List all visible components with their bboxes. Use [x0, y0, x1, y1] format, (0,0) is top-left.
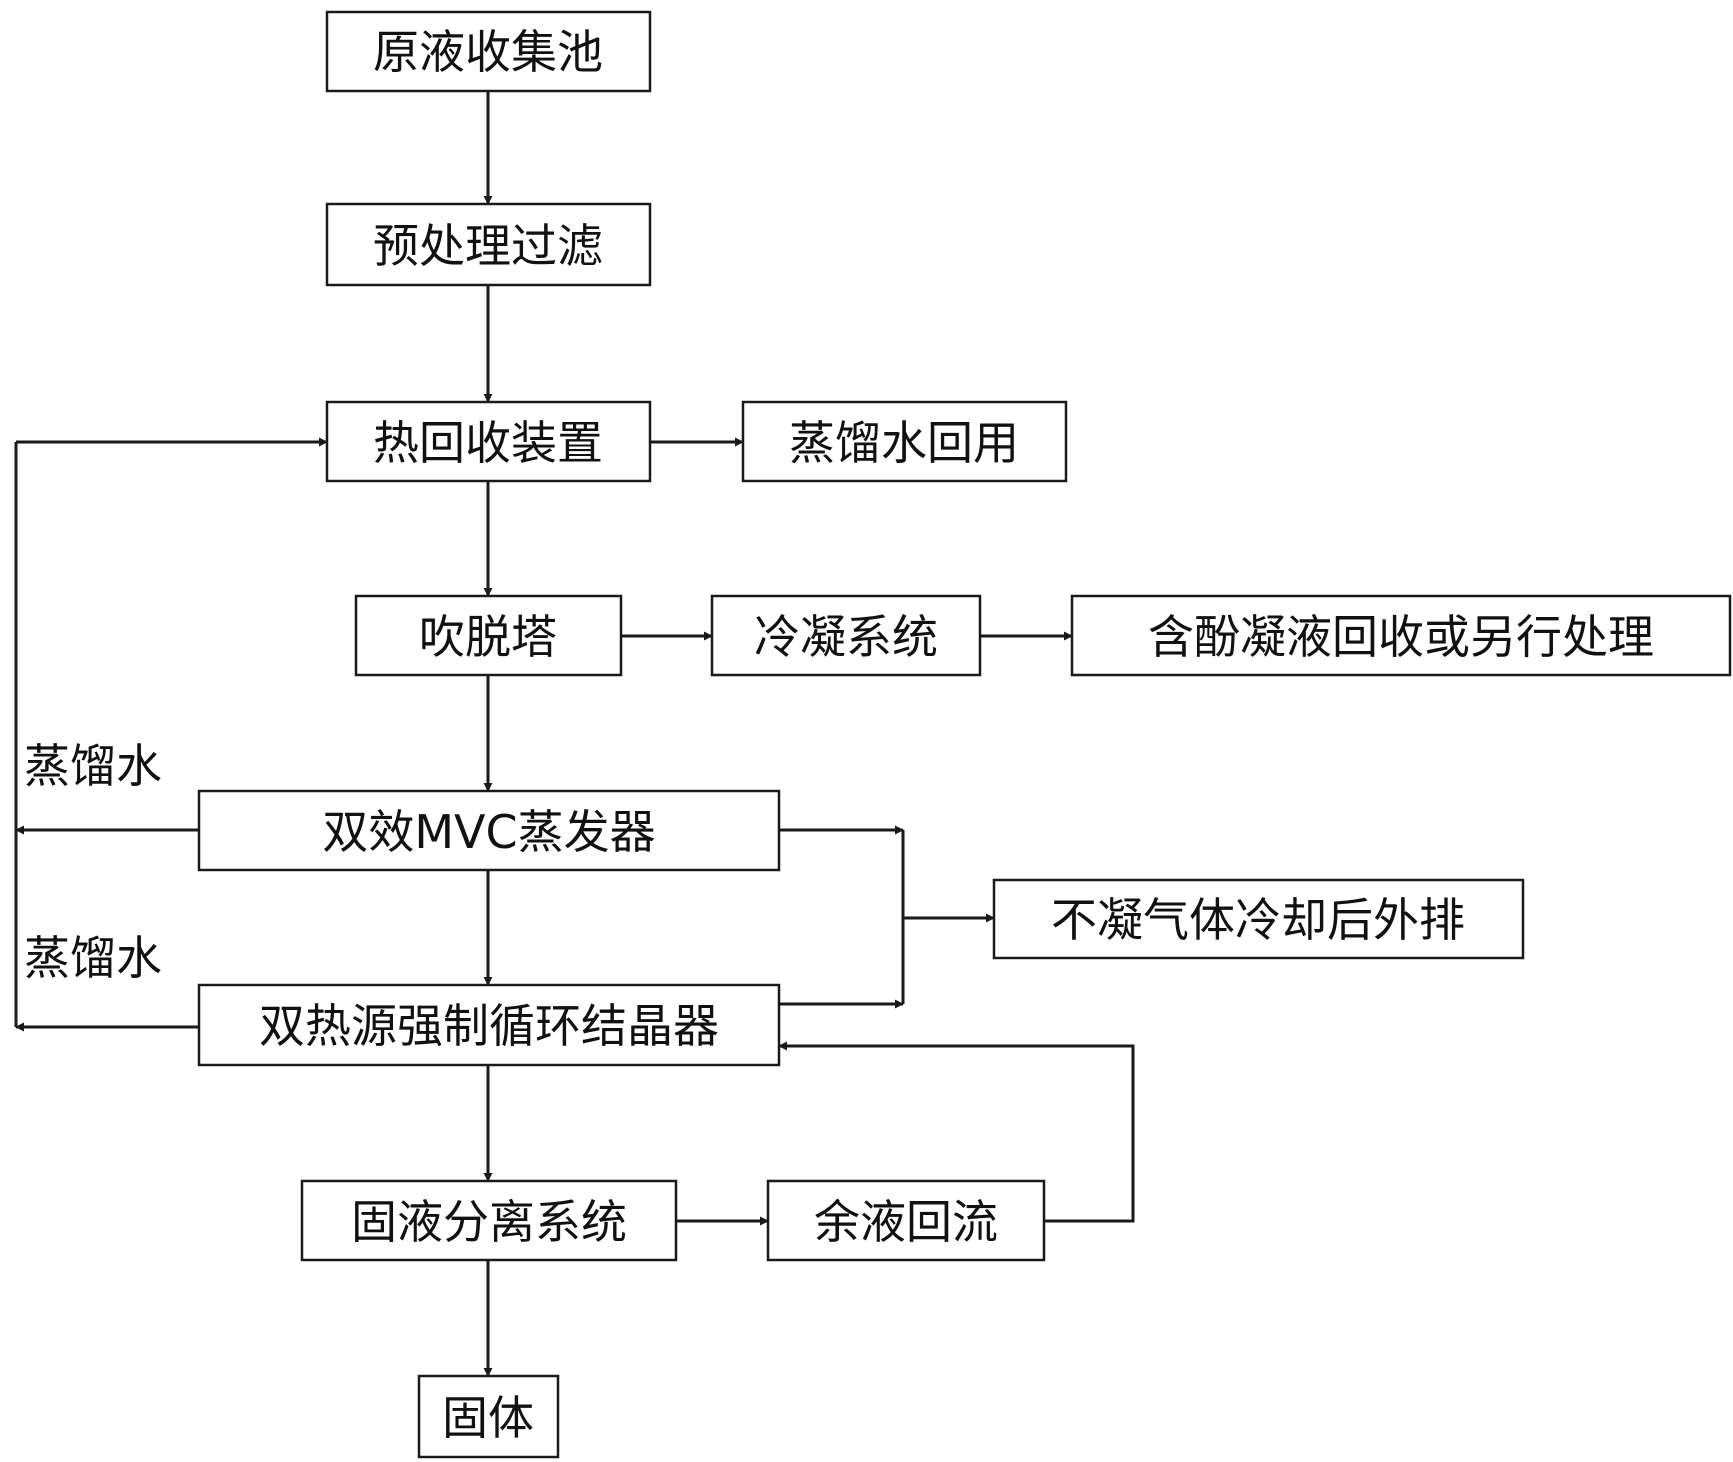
- node-label: 双效MVC蒸发器: [322, 805, 655, 859]
- label-distilled-water-lower: 蒸馏水: [24, 931, 162, 985]
- node-label: 双热源强制循环结晶器: [259, 999, 719, 1053]
- node-solid: 固体: [417, 1374, 560, 1459]
- node-crystallizer: 双热源强制循环结晶器: [197, 983, 781, 1067]
- node-label: 不凝气体冷却后外排: [1051, 893, 1465, 947]
- node-label: 固体: [442, 1391, 534, 1445]
- node-noncondensable-gas: 不凝气体冷却后外排: [992, 878, 1525, 960]
- label-distilled-water-upper: 蒸馏水: [24, 739, 162, 793]
- node-label: 含酚凝液回收或另行处理: [1148, 610, 1654, 664]
- node-distilled-water-reuse: 蒸馏水回用: [741, 400, 1068, 483]
- node-label: 原液收集池: [373, 25, 603, 79]
- node-heat-recovery: 热回收装置: [325, 400, 652, 483]
- node-label: 吹脱塔: [419, 610, 557, 664]
- node-label: 固液分离系统: [351, 1195, 627, 1249]
- node-raw-liquid-tank: 原液收集池: [325, 10, 652, 93]
- node-label: 冷凝系统: [754, 610, 938, 664]
- node-label: 余液回流: [814, 1195, 998, 1249]
- node-label: 热回收装置: [373, 416, 603, 470]
- node-stripping-tower: 吹脱塔: [354, 594, 623, 677]
- node-solid-liquid-separation: 固液分离系统: [300, 1179, 678, 1262]
- node-label: 蒸馏水回用: [789, 416, 1019, 470]
- node-pretreatment-filter: 预处理过滤: [325, 202, 652, 287]
- node-label: 预处理过滤: [373, 219, 603, 273]
- node-mvc-evaporator: 双效MVC蒸发器: [197, 789, 781, 872]
- node-phenol-condensate: 含酚凝液回收或另行处理: [1070, 594, 1732, 677]
- node-residual-reflux: 余液回流: [766, 1179, 1046, 1262]
- arrow-reflux-to-crystallizer: [778, 1041, 1135, 1223]
- node-condensing-system: 冷凝系统: [710, 594, 982, 677]
